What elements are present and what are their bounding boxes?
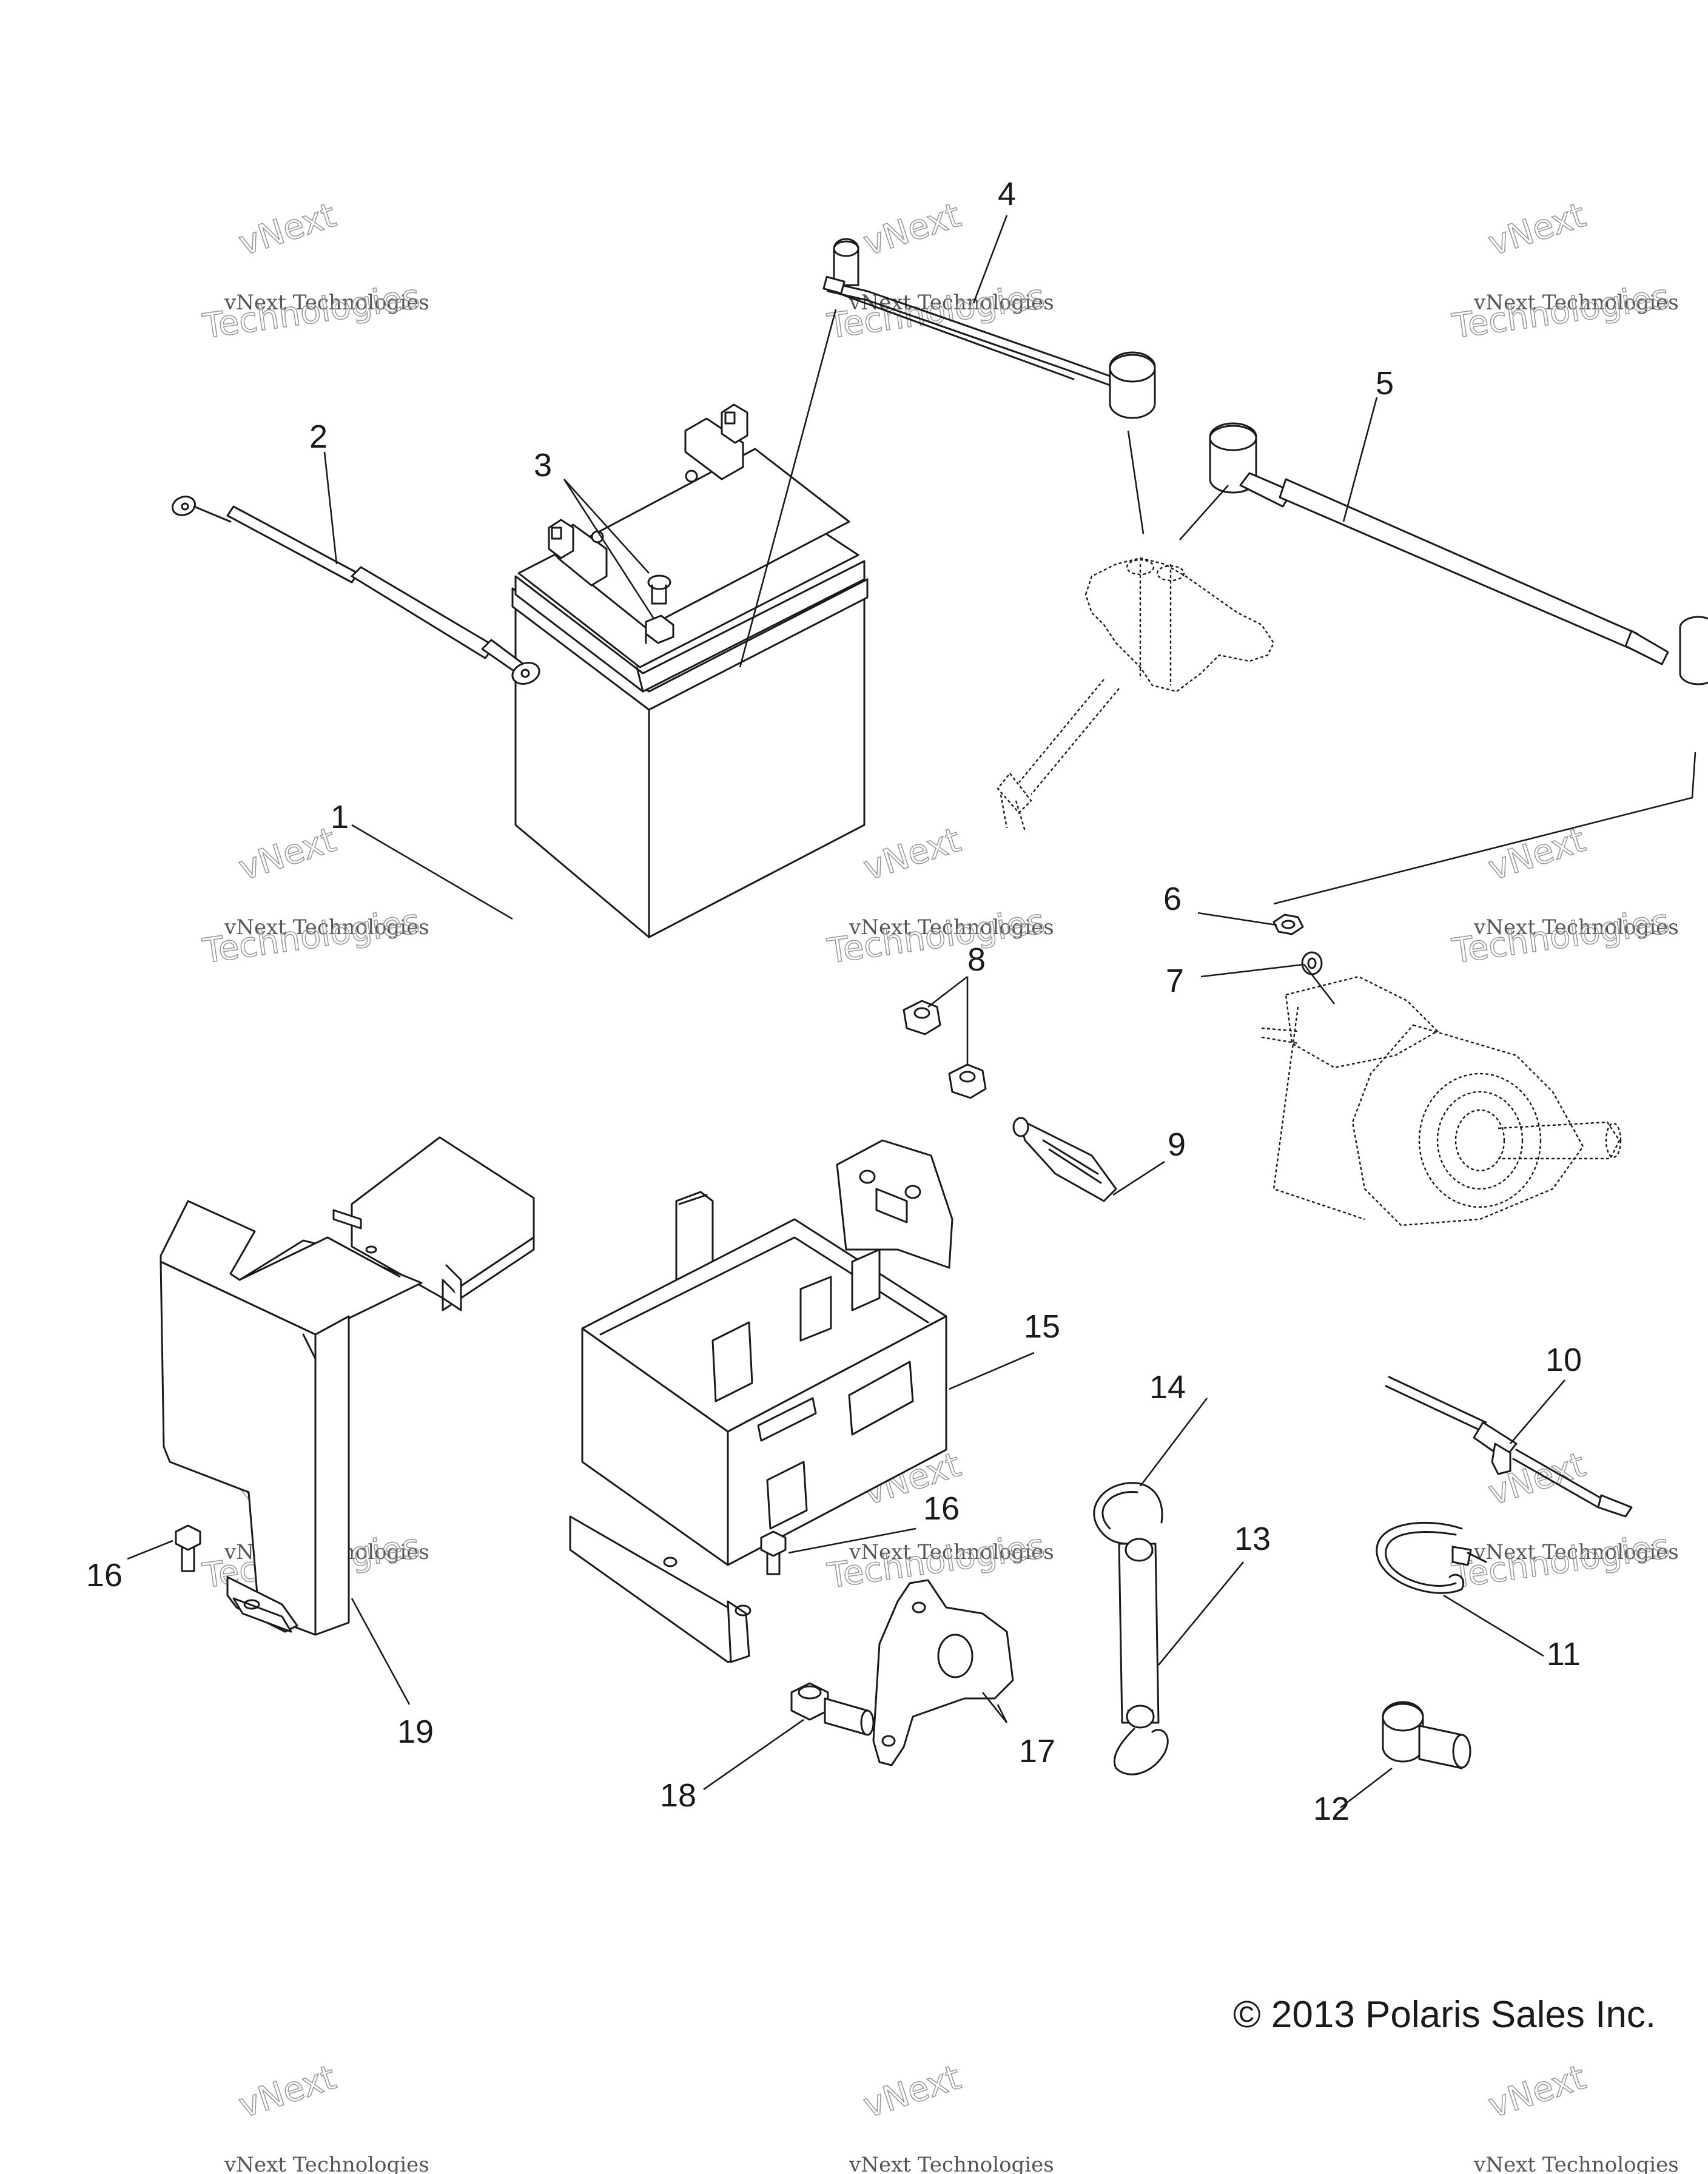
watermark-arc: vNext: [859, 195, 966, 263]
part-bolt-right: [760, 1530, 787, 1575]
watermark-4: vNext vNext Technologies Technologies: [200, 819, 429, 972]
callout-12: 12: [1313, 1791, 1350, 1827]
watermark-text: vNext Technologies: [849, 1540, 1054, 1564]
watermark-text: vNext Technologies: [1473, 291, 1679, 315]
part-battery-tray: [569, 1139, 953, 1663]
part-flange-nuts: [903, 1000, 987, 1099]
part-terminal-boot: [1382, 1701, 1471, 1769]
watermark-arc: vNext: [234, 2058, 341, 2125]
watermark-12: vNext vNext Technologies: [1473, 2057, 1679, 2174]
callout-16-left: 16: [86, 1557, 123, 1593]
watermark-arc: vNext: [1484, 195, 1590, 263]
part-nut: [1273, 914, 1304, 935]
watermark-text: vNext Technologies: [224, 915, 429, 940]
callout-7: 7: [1166, 963, 1184, 999]
watermark-arc: vNext: [859, 2058, 966, 2125]
watermark-11: vNext vNext Technologies: [849, 2057, 1054, 2174]
watermark-outline: Technologies: [825, 902, 1047, 972]
callout-13: 13: [1234, 1521, 1271, 1557]
watermark-text: vNext Technologies: [1473, 1540, 1679, 1564]
part-starter-reference: [1261, 975, 1622, 1227]
part-battery: [511, 403, 869, 938]
part-cover: [160, 1136, 535, 1636]
part-bracket: [872, 1579, 1014, 1766]
part-flange-bolt: [790, 1682, 875, 1736]
watermark-outline: Technologies: [825, 1527, 1047, 1597]
watermark-outline: Technologies: [1450, 277, 1672, 347]
callout-9: 9: [1168, 1126, 1186, 1163]
callout-14: 14: [1149, 1369, 1186, 1405]
watermark-2: vNext vNext Technologies Technologies: [824, 195, 1054, 347]
callout-17: 17: [1019, 1733, 1055, 1769]
watermark-arc: vNext: [859, 820, 966, 888]
callout-8: 8: [967, 941, 986, 978]
part-long-cable: [1209, 422, 1708, 685]
callout-3: 3: [534, 447, 552, 483]
watermark-outline: Technologies: [1450, 902, 1672, 972]
watermark-arc: vNext: [1484, 2058, 1590, 2125]
watermark-6: vNext vNext Technologies Technologies: [1449, 819, 1679, 972]
watermark-text: vNext Technologies: [224, 291, 429, 315]
watermark-outline: Technologies: [825, 277, 1047, 347]
copyright-notice: © 2013 Polaris Sales Inc.: [1233, 1994, 1656, 2036]
callout-19: 19: [397, 1714, 434, 1750]
part-cable-tie-mount: [1385, 1376, 1633, 1518]
callout-15: 15: [1024, 1308, 1060, 1345]
part-clip: [1012, 1117, 1117, 1202]
callout-5: 5: [1376, 365, 1394, 402]
part-battery-cable: [171, 496, 540, 685]
part-cable-tie-loop: [1376, 1521, 1487, 1594]
part-strap: [1118, 1538, 1160, 1729]
callout-2: 2: [309, 419, 328, 455]
leader-lines: [127, 215, 1696, 1809]
callout-18: 18: [660, 1777, 696, 1814]
part-solenoid-reference: [997, 557, 1275, 832]
watermark-text: vNext Technologies: [1473, 2153, 1679, 2174]
watermark-outline: Technologies: [200, 277, 422, 347]
watermark-10: vNext vNext Technologies: [224, 2057, 429, 2174]
watermark-text: vNext Technologies: [849, 2153, 1054, 2174]
part-screw-and-nut: [645, 574, 674, 644]
callout-4: 4: [998, 176, 1016, 212]
watermark-arc: vNext: [1484, 820, 1590, 888]
watermark-arc: vNext: [234, 195, 341, 263]
watermark-9: vNext vNext Technologies Technologies: [1449, 1444, 1679, 1597]
callout-1: 1: [331, 799, 349, 835]
watermark-text: vNext Technologies: [1473, 915, 1679, 940]
callout-16-right: 16: [923, 1490, 960, 1527]
watermark-arc: vNext: [234, 820, 341, 888]
watermark-text: vNext Technologies: [849, 291, 1054, 315]
callouts: 1 2 3 4 5 6 7 8 9 10 11 12 13 14 15 16 1…: [86, 176, 1582, 1827]
watermark-outline: Technologies: [200, 902, 422, 972]
watermark-1: vNext vNext Technologies Technologies: [200, 195, 429, 347]
callout-11: 11: [1547, 1636, 1581, 1672]
part-bolt-left: [175, 1524, 201, 1572]
watermark-text: vNext Technologies: [849, 915, 1054, 940]
part-washer: [1301, 951, 1323, 975]
callout-10: 10: [1545, 1342, 1582, 1378]
watermark-3: vNext vNext Technologies Technologies: [1449, 195, 1679, 347]
watermark-text: vNext Technologies: [224, 2153, 429, 2174]
part-strap-hook: [1093, 1482, 1169, 1775]
part-cable-with-boots: [822, 238, 1156, 419]
watermark-5: vNext vNext Technologies Technologies: [824, 819, 1054, 972]
callout-6: 6: [1163, 881, 1182, 917]
